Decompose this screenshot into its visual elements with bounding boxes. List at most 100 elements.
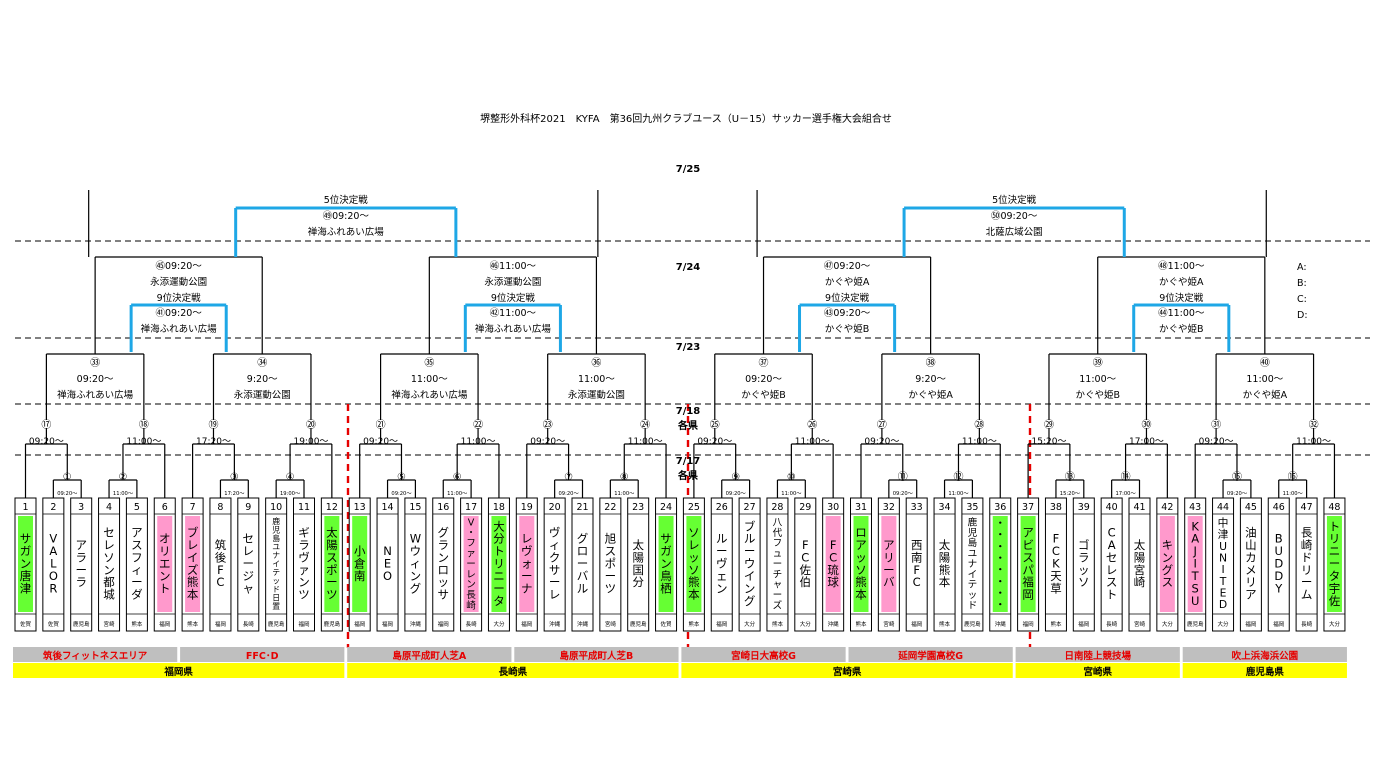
team-name-char: レ bbox=[1106, 563, 1118, 577]
team-number: 32 bbox=[883, 502, 895, 513]
team-name-char: ラ bbox=[298, 538, 310, 552]
prefecture-name: 福岡県 bbox=[163, 666, 193, 678]
team-name-char: 置 bbox=[272, 602, 280, 611]
team-name-cell bbox=[73, 516, 89, 612]
team-prefecture: 熊本 bbox=[772, 620, 784, 628]
date-label-7-24: 7/24 bbox=[676, 262, 701, 273]
team-name-char: 長 bbox=[466, 590, 476, 601]
team-number: 43 bbox=[1189, 502, 1201, 513]
team-name-cell bbox=[937, 516, 953, 612]
team-name: ゴラッソ bbox=[1078, 538, 1090, 589]
team-prefecture: 沖縄 bbox=[995, 620, 1007, 628]
team-name-char: 唐 bbox=[20, 569, 32, 583]
r2-match-id: ㊴ bbox=[1093, 357, 1103, 369]
team-name-char: ・ bbox=[995, 516, 1006, 529]
team-name-char: 鹿 bbox=[968, 516, 978, 528]
r0-match-id: ⑨ bbox=[731, 472, 740, 483]
team-prefecture: 大分 bbox=[493, 620, 505, 628]
r3-match-label: ㊽11:00～ bbox=[1158, 261, 1205, 272]
team-name-char: グ bbox=[410, 581, 422, 595]
r0-match-id: ⑤ bbox=[397, 472, 406, 483]
team-name-char: V bbox=[49, 532, 57, 546]
team-name-char: ャ bbox=[773, 580, 783, 591]
team-name-cell bbox=[240, 516, 256, 612]
team-name-char: レ bbox=[521, 532, 533, 546]
team-name-char: ン bbox=[159, 569, 171, 583]
team-name-char: ラ bbox=[1078, 550, 1090, 564]
venue-name: 筑後フィットネスエリア bbox=[43, 650, 148, 662]
team-name-char: 鹿 bbox=[272, 516, 280, 526]
team-name-char: 長 bbox=[1301, 526, 1313, 540]
team-name-cell bbox=[491, 516, 507, 612]
team-number: 6 bbox=[162, 502, 168, 513]
team-number: 20 bbox=[549, 502, 561, 513]
r1-match-id: ㉕ bbox=[710, 419, 720, 431]
team-name-char: オ bbox=[159, 532, 171, 546]
team-name-cell bbox=[1159, 516, 1175, 612]
team-name: 太陽スポーツ bbox=[326, 526, 338, 602]
team-number: 17 bbox=[465, 502, 477, 513]
team-name-cell bbox=[324, 516, 340, 612]
team-name-char: D bbox=[1219, 598, 1227, 611]
team-name-char: ウ bbox=[744, 557, 756, 571]
r1-match-time: 09:20～ bbox=[363, 437, 398, 447]
prefecture-bar bbox=[1015, 663, 1180, 678]
team-name: V・ファーレン長崎 bbox=[466, 517, 476, 611]
r0-match-time: 09:20～ bbox=[57, 491, 77, 497]
team-name: アラーラ bbox=[75, 538, 87, 589]
team-name-char: 熊 bbox=[855, 575, 867, 589]
team-name-char: ソ bbox=[855, 563, 867, 577]
team-name-char: 熊 bbox=[688, 575, 700, 589]
ninth-place-venue: かぐや姫B bbox=[1159, 323, 1204, 335]
r0-match-time: 09:20～ bbox=[559, 491, 579, 497]
r0-match-time: 15:20～ bbox=[1060, 491, 1080, 497]
team-name: 旭スポーツ bbox=[605, 532, 617, 596]
ninth-place-venue: かぐや姫B bbox=[825, 323, 870, 335]
team-name-cell bbox=[45, 516, 61, 612]
team-name-char: 陽 bbox=[326, 538, 338, 552]
r0-match-id: ⑯ bbox=[1288, 471, 1298, 483]
team-number: 33 bbox=[911, 502, 923, 513]
team-name: ・・・・・・・・ bbox=[995, 516, 1006, 611]
team-name-char: 太 bbox=[1134, 538, 1146, 552]
team-name-char: J bbox=[1192, 544, 1196, 558]
team-name-char: ン bbox=[716, 581, 728, 595]
team-name-char: サ bbox=[20, 532, 32, 546]
r1-match-time: 09:20～ bbox=[530, 437, 565, 447]
team-number: 44 bbox=[1217, 502, 1229, 513]
team-number: 11 bbox=[298, 502, 310, 513]
team-name-char: U bbox=[1275, 544, 1283, 558]
team-name-char: ー bbox=[521, 569, 533, 583]
team-name-char: 筑 bbox=[215, 538, 227, 552]
venue-bar bbox=[13, 647, 178, 662]
team-name-char: グ bbox=[438, 526, 450, 540]
r0-match-id: ⑭ bbox=[1121, 471, 1131, 483]
team-name-char: 油 bbox=[1245, 526, 1257, 540]
r2-match-venue: 永添運動公園 bbox=[568, 389, 625, 401]
r3-match-venue: かぐや姫A bbox=[1159, 276, 1204, 288]
team-name-char: C bbox=[829, 550, 837, 564]
team-name-cell bbox=[575, 516, 590, 612]
r1-match-time: 11:00～ bbox=[461, 437, 496, 447]
r0-match-id: ⑬ bbox=[1065, 471, 1075, 483]
r0-match-id: ① bbox=[63, 472, 72, 483]
r0-match-id: ⑦ bbox=[564, 472, 573, 483]
r3-match-label: ㊺09:20～ bbox=[155, 261, 202, 272]
team-prefecture: 福岡 bbox=[354, 620, 366, 628]
team-number: 29 bbox=[799, 502, 811, 513]
team-name-char: ー bbox=[493, 581, 505, 595]
team-name-char: ナ bbox=[272, 551, 280, 560]
team-prefecture: 長崎 bbox=[466, 620, 478, 628]
r2-match-venue: かぐや姫A bbox=[1243, 389, 1288, 401]
team-name-char: レ bbox=[688, 538, 700, 552]
team-name-cell bbox=[769, 516, 785, 612]
team-prefecture: 宮崎 bbox=[883, 620, 895, 628]
team-name: 八代フューチャーズ bbox=[773, 517, 783, 611]
team-prefecture: 宮崎 bbox=[1134, 620, 1146, 628]
side-label: D: bbox=[1297, 310, 1308, 321]
team-name-char: 南 bbox=[354, 569, 366, 583]
team-prefecture: 鹿児島 bbox=[73, 620, 90, 628]
ninth-place-label: ㊹11:00～ bbox=[1158, 308, 1205, 319]
team-name-char: セ bbox=[243, 532, 255, 546]
prefecture-bar bbox=[347, 663, 679, 678]
